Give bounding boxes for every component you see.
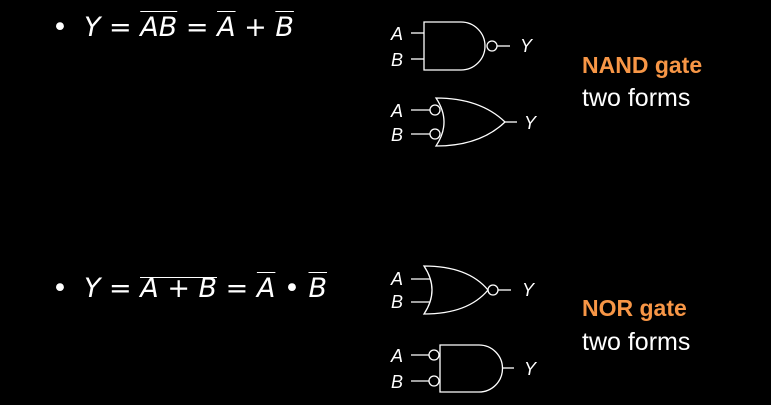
nand-equation: • Y = AB = A + B: [52, 14, 294, 41]
output-variable: Y: [83, 273, 101, 304]
complement-a-plus-b: A + B: [140, 275, 217, 302]
or-operator: +: [244, 12, 267, 43]
nand-gate-body: [423, 21, 486, 71]
output-label: Y: [524, 113, 538, 133]
nand-subtitle: two forms: [582, 84, 691, 112]
nand-title: NAND gate: [582, 52, 703, 78]
output-label: Y: [522, 280, 536, 300]
equals-sign: =: [109, 12, 132, 43]
output-variable: Y: [83, 12, 101, 43]
complement-b: B: [308, 273, 328, 304]
output-bubble: [487, 284, 499, 296]
and-operator: •: [283, 273, 300, 304]
nor-equation: • Y = A + B = A • B: [52, 275, 327, 302]
nor-gate-or-form: A B Y: [390, 265, 536, 315]
input-bubble-a: [429, 104, 441, 116]
output-label: Y: [524, 359, 538, 379]
and-gate-body: [439, 344, 504, 393]
nand-gate-and-form: A B Y: [390, 21, 534, 71]
nor-gate-and-form: A B Y: [390, 344, 538, 393]
nor-gate-body: [422, 265, 489, 315]
input-label-a: A: [390, 269, 403, 289]
output-label: Y: [520, 36, 534, 56]
equals-sign: =: [185, 12, 209, 43]
sum-term-a: A: [140, 273, 159, 304]
bullet: •: [52, 273, 68, 304]
output-bubble: [486, 40, 498, 52]
input-label-b: B: [391, 50, 403, 70]
input-label-b: B: [391, 125, 403, 145]
input-label-a: A: [390, 24, 403, 44]
or-operator: +: [167, 273, 190, 304]
nor-subtitle: two forms: [582, 328, 691, 356]
equals-sign: =: [225, 273, 249, 304]
complement-b: B: [275, 12, 294, 43]
input-bubble-b: [429, 128, 441, 140]
nand-gate-or-form: A B Y: [390, 97, 538, 147]
or-gate-body: [434, 97, 506, 147]
input-label-a: A: [390, 101, 403, 121]
input-label-b: B: [391, 372, 403, 392]
input-bubble-b: [428, 375, 440, 387]
complement-a: A: [217, 12, 236, 43]
complement-ab: AB: [140, 12, 178, 43]
equals-sign: =: [109, 273, 132, 304]
input-bubble-a: [428, 349, 440, 361]
input-label-b: B: [391, 292, 403, 312]
complement-a: A: [256, 273, 276, 304]
input-label-a: A: [390, 346, 403, 366]
bullet: •: [52, 12, 68, 43]
nor-title: NOR gate: [582, 295, 687, 321]
sum-term-b: B: [198, 273, 218, 304]
